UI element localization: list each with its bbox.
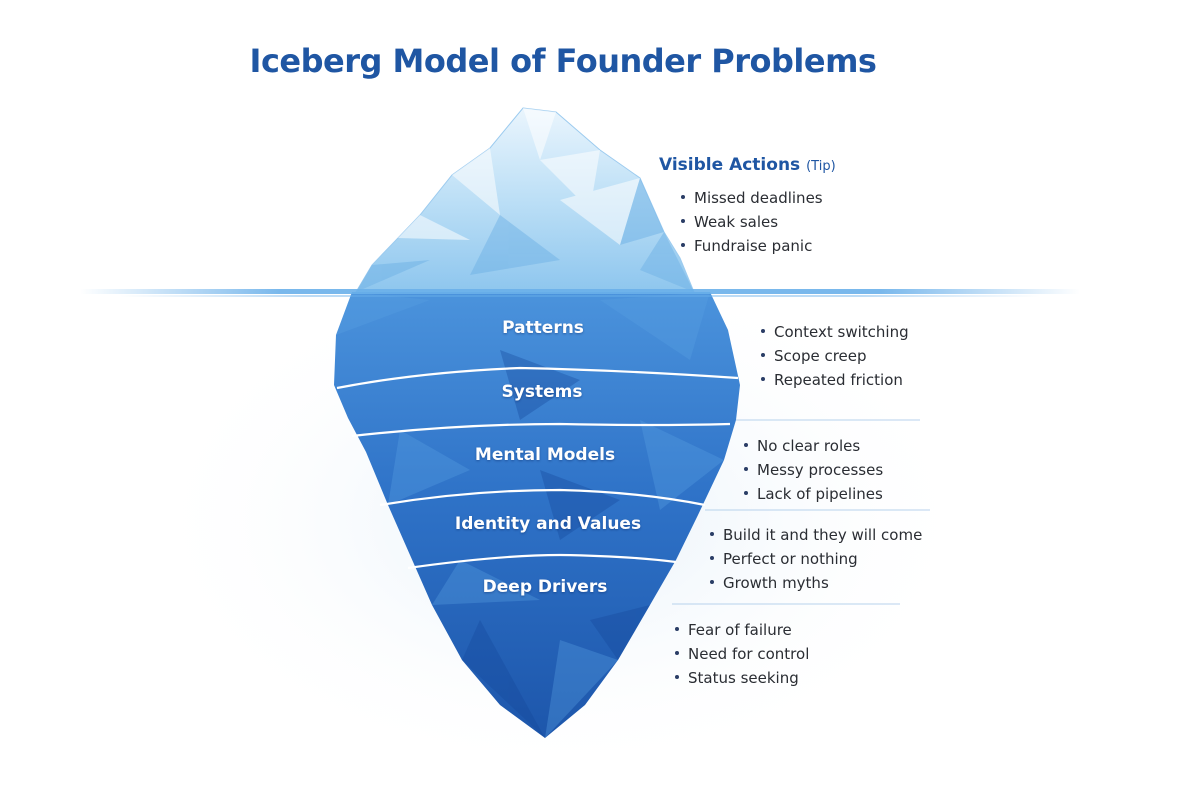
tip-bullet-list: Missed deadlines Weak sales Fundraise pa… [681,186,823,258]
identity-values-bullet-list: Fear of failure Need for control Status … [675,618,809,690]
layer-divider-1 [336,366,739,390]
list-item: Repeated friction [761,368,909,392]
list-item: Build it and they will come [710,523,922,547]
list-item: Weak sales [681,210,823,234]
tip-heading-text: Visible Actions [659,155,801,175]
layer-divider-3 [379,488,706,507]
layer-label-systems: Systems [501,382,583,402]
list-item: Growth myths [710,571,922,595]
layer-divider-4 [407,553,677,570]
list-item: Scope creep [761,344,909,368]
layer-label-patterns: Patterns [502,318,584,338]
tip-heading-suffix: (Tip) [806,159,836,174]
list-item: No clear roles [744,434,883,458]
list-item: Fear of failure [675,618,809,642]
tip-facets [398,108,640,245]
patterns-bullet-list: Context switching Scope creep Repeated f… [761,320,909,392]
list-item: Missed deadlines [681,186,823,210]
systems-bullet-list: No clear roles Messy processes Lack of p… [744,434,883,506]
page-title: Iceberg Model of Founder Problems [249,42,877,80]
layer-divider-2 [351,422,731,438]
mental-models-bullet-list: Build it and they will come Perfect or n… [710,523,922,595]
list-item: Need for control [675,642,809,666]
water-line [80,289,1080,294]
layer-label-mental-models: Mental Models [474,445,616,465]
list-item: Perfect or nothing [710,547,922,571]
list-item: Lack of pipelines [744,482,883,506]
list-item: Status seeking [675,666,809,690]
list-item: Messy processes [744,458,883,482]
underwater-facets [336,292,724,738]
tip-shadows [356,178,694,292]
layer-label-identity-values: Identity and Values [454,514,642,534]
list-item: Context switching [761,320,909,344]
water-line-highlight [120,295,1040,297]
tip-heading: Visible Actions (Tip) [659,155,836,175]
iceberg-underwater [334,292,740,738]
layer-label-deep-drivers: Deep Drivers [482,577,608,597]
list-item: Fundraise panic [681,234,823,258]
